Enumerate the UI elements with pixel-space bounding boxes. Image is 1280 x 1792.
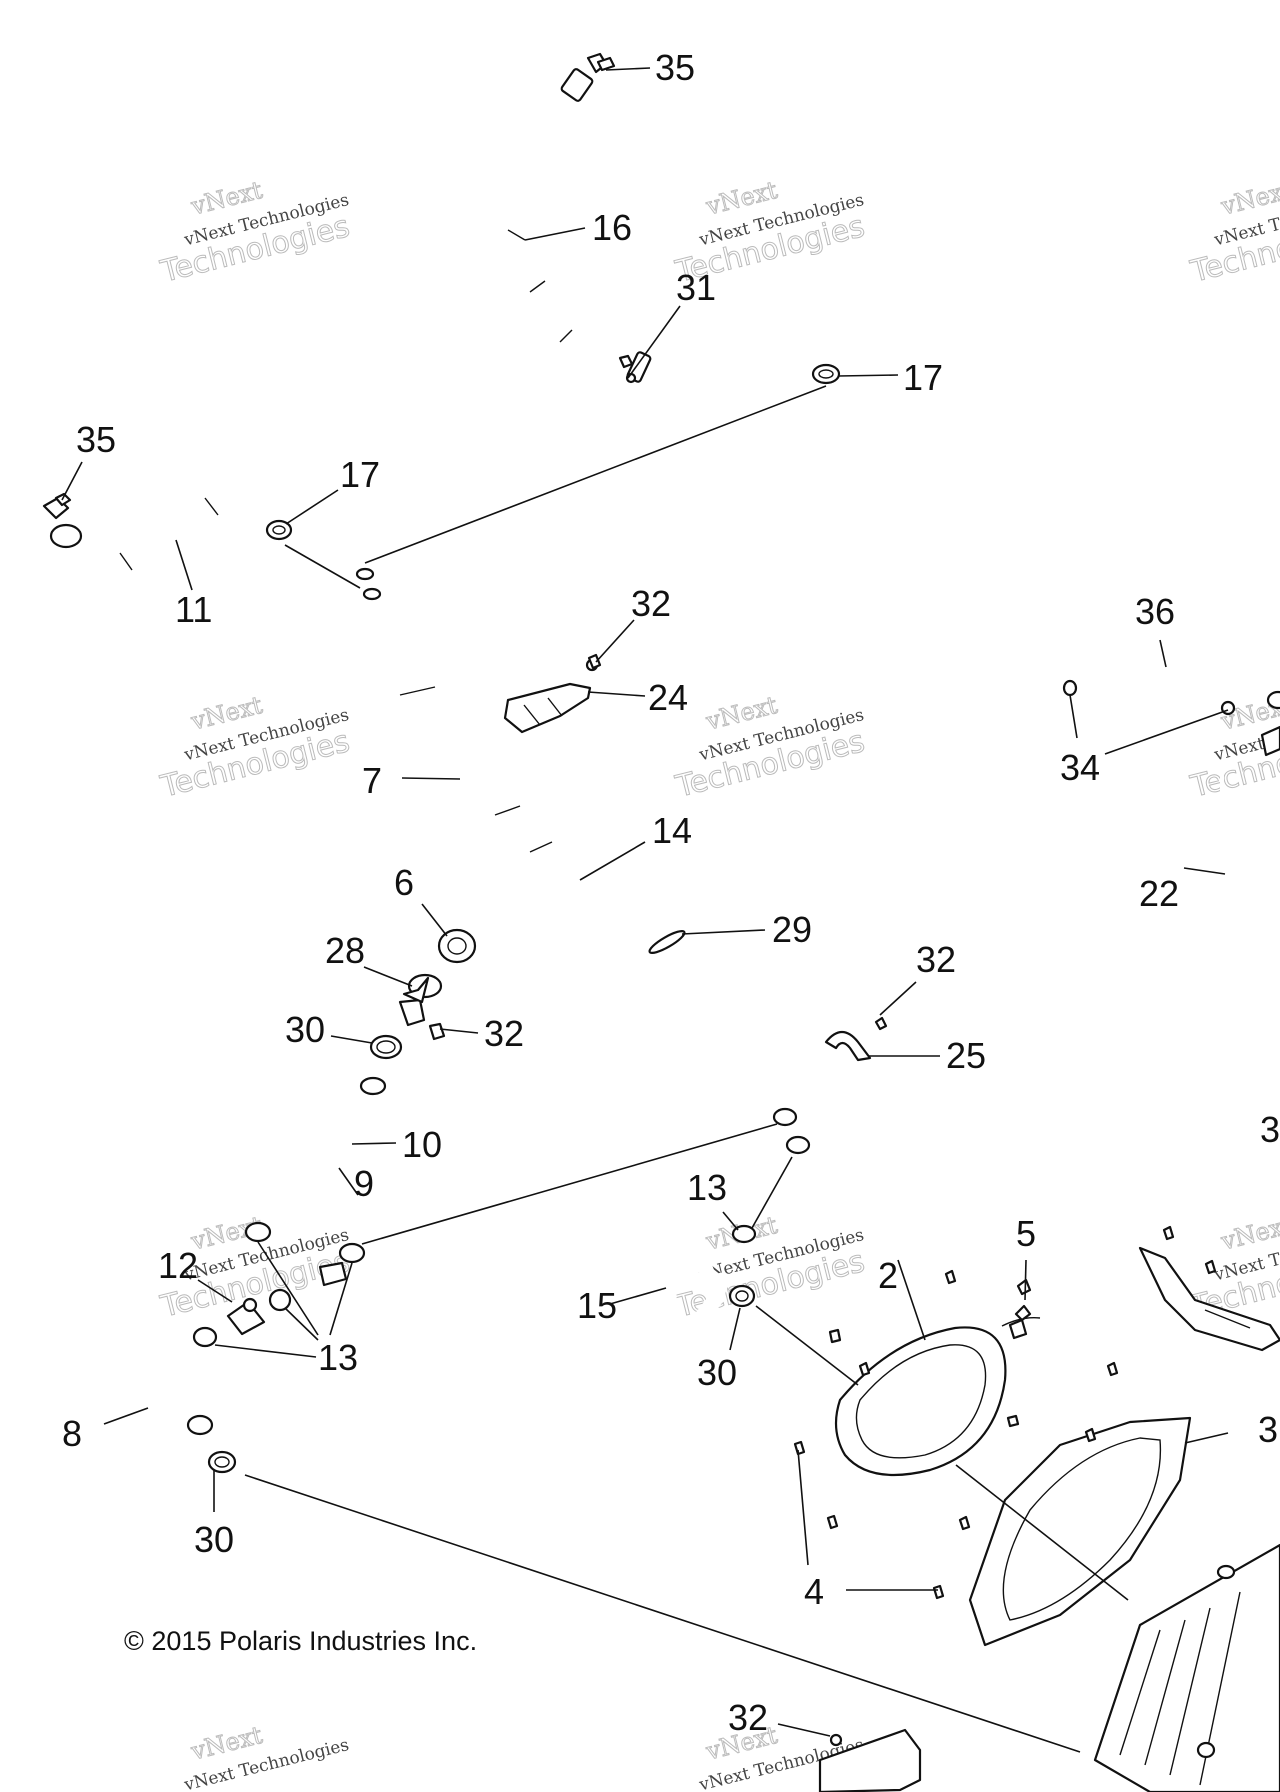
svg-text:vNext: vNext bbox=[1218, 176, 1280, 221]
clamp-30-upper bbox=[369, 1034, 403, 1060]
callout-13: 13 bbox=[318, 1337, 358, 1378]
fan-shroud-2 bbox=[834, 1316, 1041, 1477]
hose-36 bbox=[1062, 652, 1241, 716]
callout-12: 12 bbox=[158, 1245, 198, 1286]
callout-14: 14 bbox=[652, 810, 692, 851]
radiator bbox=[1093, 1543, 1280, 1792]
clamp-35-left bbox=[42, 492, 72, 520]
callout-9: 9 bbox=[354, 1163, 374, 1204]
callout-32: 32 bbox=[916, 939, 956, 980]
callout-2: 2 bbox=[878, 1255, 898, 1296]
watermark: vNext vNext Technologies bbox=[181, 1720, 351, 1792]
callout-30: 30 bbox=[194, 1519, 234, 1560]
callout-7: 7 bbox=[362, 760, 382, 801]
callout-32: 32 bbox=[728, 1697, 768, 1738]
clip-25 bbox=[824, 1016, 888, 1062]
tube-7-14 bbox=[355, 567, 823, 1155]
watermark: vNext vNext Technologies Technologies bbox=[156, 175, 353, 290]
callout-29: 29 bbox=[772, 909, 812, 950]
callout-10: 10 bbox=[402, 1124, 442, 1165]
callout-3: 3 bbox=[1260, 1109, 1280, 1150]
screw-32-filler bbox=[428, 1022, 446, 1041]
callout-4: 4 bbox=[804, 1571, 824, 1612]
callout-30: 30 bbox=[697, 1352, 737, 1393]
callout-17: 17 bbox=[903, 357, 943, 398]
watermark: vNext vNext Technologies Technologies bbox=[1186, 175, 1280, 290]
hose-16 bbox=[506, 68, 837, 424]
callout-32: 32 bbox=[631, 583, 671, 624]
tie-29 bbox=[648, 930, 686, 954]
callout-24: 24 bbox=[648, 677, 688, 718]
radiator-cap-6 bbox=[437, 928, 477, 964]
svg-text:vNext: vNext bbox=[1218, 1211, 1280, 1256]
callout-35: 35 bbox=[76, 419, 116, 460]
hose-22 bbox=[1220, 690, 1280, 894]
fittings-12-13-9 bbox=[192, 1221, 366, 1348]
callout-34: 34 bbox=[1060, 747, 1100, 788]
callout-36: 36 bbox=[1135, 591, 1175, 632]
callout-17: 17 bbox=[340, 454, 380, 495]
callout-22: 22 bbox=[1139, 873, 1179, 914]
callout-11: 11 bbox=[175, 589, 212, 630]
callout-13: 13 bbox=[687, 1167, 727, 1208]
hose-10 bbox=[266, 1076, 387, 1209]
clamp-17-right bbox=[811, 363, 841, 385]
callout-35: 35 bbox=[655, 47, 695, 88]
bolts bbox=[793, 1225, 1217, 1600]
leader-lines bbox=[61, 67, 1229, 1753]
callout-3: 3 bbox=[1258, 1409, 1278, 1450]
hose-11 bbox=[49, 466, 287, 581]
callout-6: 6 bbox=[394, 862, 414, 903]
clamp-35-top bbox=[586, 52, 616, 74]
fan-housing-3 bbox=[968, 1416, 1192, 1647]
screw-32-upper bbox=[587, 653, 602, 670]
callout-25: 25 bbox=[946, 1035, 986, 1076]
bracket-right bbox=[1138, 1246, 1280, 1352]
callout-15: 15 bbox=[577, 1285, 617, 1326]
clamp-17-left bbox=[265, 519, 293, 541]
callout-32: 32 bbox=[484, 1013, 524, 1054]
bracket-24 bbox=[503, 658, 599, 734]
callout-16: 16 bbox=[592, 207, 632, 248]
watermark: vNext vNext Technologies Technologies bbox=[671, 690, 868, 805]
hose-8 bbox=[135, 1318, 237, 1474]
callout-labels: 35 16 31 17 35 17 11 32 24 36 34 7 14 22… bbox=[62, 47, 1280, 1738]
filler-neck-28 bbox=[398, 973, 443, 1027]
copyright-notice: © 2015 Polaris Industries Inc. bbox=[124, 1626, 478, 1656]
callout-28: 28 bbox=[325, 930, 365, 971]
hose-15 bbox=[660, 1224, 757, 1353]
watermark: vNext vNext Technologies Technologies bbox=[156, 690, 353, 805]
bracket-lower bbox=[818, 1728, 922, 1792]
callout-8: 8 bbox=[62, 1413, 82, 1454]
callout-30: 30 bbox=[285, 1009, 325, 1050]
callout-31: 31 bbox=[676, 267, 716, 308]
callout-5: 5 bbox=[1016, 1213, 1036, 1254]
